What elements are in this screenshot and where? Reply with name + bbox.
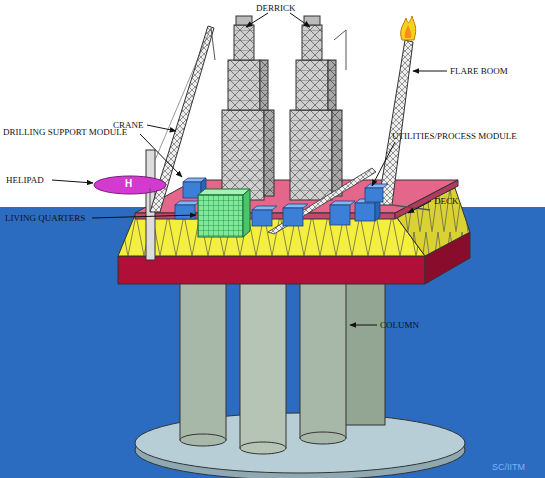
part-label: LIVING QUARTERS — [5, 213, 85, 223]
part-label: HELIPAD — [6, 175, 44, 185]
columns — [180, 275, 385, 454]
part-label: FLARE BOOM — [450, 66, 508, 76]
part-label: COLUMN — [380, 320, 419, 330]
derrick-left — [222, 16, 274, 200]
part-label: DERRICK — [256, 3, 296, 13]
living-quarters — [198, 189, 250, 237]
part-label: DECK — [434, 196, 459, 206]
part-label: UTILITIES/PROCESS MODULE — [392, 131, 517, 141]
helipad-mark: H — [125, 179, 132, 189]
watermark: SC/IITM — [492, 462, 525, 472]
leader-lines — [52, 13, 447, 325]
helipad — [94, 176, 166, 212]
derrick-right — [290, 16, 346, 200]
flare-boom — [378, 16, 430, 210]
part-label: DRILLING SUPPORT MODULE — [3, 127, 127, 137]
sea — [0, 207, 545, 478]
